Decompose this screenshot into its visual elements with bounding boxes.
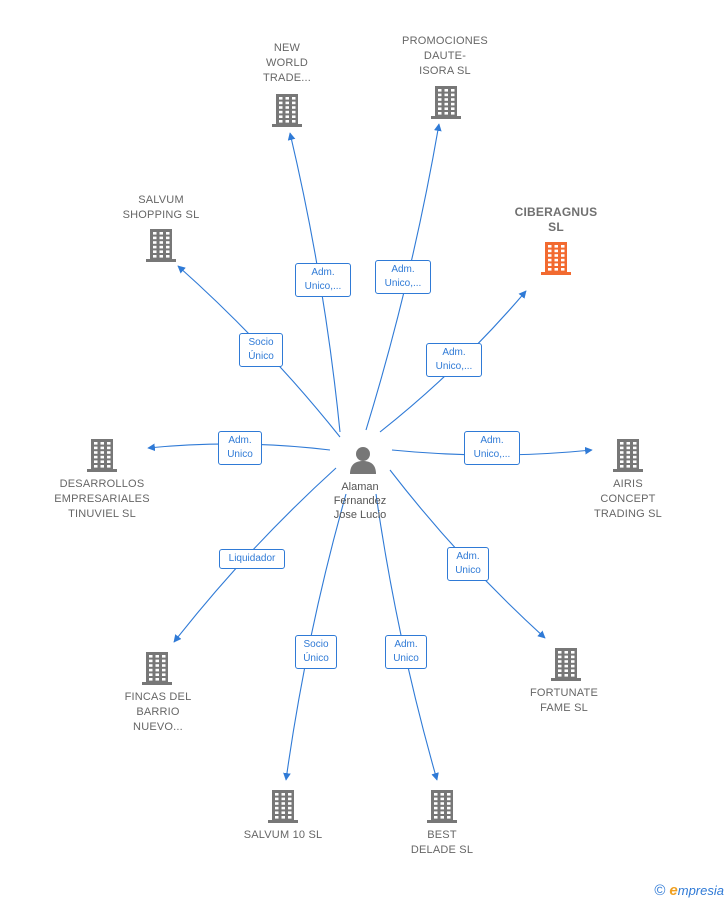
copyright-icon: © — [654, 882, 666, 899]
company-name-best-delade[interactable]: BEST DELADE SL — [410, 829, 474, 856]
edge-label-desarrollos[interactable]: Adm. Unico — [218, 431, 262, 465]
center-person-name[interactable]: Alaman Fernandez Jose Lucio — [333, 481, 387, 521]
company-node-fortunate[interactable] — [551, 648, 581, 681]
edge-label-new-world[interactable]: Adm. Unico,... — [295, 263, 351, 297]
center-person[interactable] — [350, 447, 376, 474]
building-icon — [541, 242, 571, 275]
company-name-fortunate[interactable]: FORTUNATE FAME SL — [529, 687, 598, 714]
building-icon — [146, 229, 176, 262]
brand-name: mpresia — [677, 883, 724, 898]
edge-label-fortunate[interactable]: Adm. Unico — [447, 547, 489, 581]
company-node-salvum10[interactable] — [268, 790, 298, 823]
brand-initial: e — [669, 882, 678, 899]
building-icon — [87, 439, 117, 472]
edge-label-ciberagnus[interactable]: Adm. Unico,... — [426, 343, 482, 377]
empresia-logo: ©empresia — [654, 882, 724, 899]
edge-label-salvum-shopping[interactable]: Socio Único — [239, 333, 283, 367]
company-node-salvum-shopping[interactable] — [146, 229, 176, 262]
company-node-ciberagnus[interactable] — [541, 242, 571, 275]
person-icon — [350, 447, 376, 474]
building-icon — [427, 790, 457, 823]
building-icon — [272, 94, 302, 127]
company-name-desarrollos[interactable]: DESARROLLOS EMPRESARIALES TINUVIEL SL — [54, 478, 150, 520]
edge-label-airis[interactable]: Adm. Unico,... — [464, 431, 520, 465]
building-icon — [431, 86, 461, 119]
company-name-salvum-shopping[interactable]: SALVUM SHOPPING SL — [122, 194, 200, 221]
company-node-fincas[interactable] — [142, 652, 172, 685]
edge-label-fincas[interactable]: Liquidador — [219, 549, 285, 569]
company-node-new-world[interactable] — [272, 94, 302, 127]
company-node-desarrollos[interactable] — [87, 439, 117, 472]
company-name-ciberagnus[interactable]: CIBERAGNUS SL — [514, 205, 598, 234]
company-name-airis[interactable]: AIRIS CONCEPT TRADING SL — [593, 478, 662, 520]
building-icon — [268, 790, 298, 823]
company-name-salvum10[interactable]: SALVUM 10 SL — [243, 829, 323, 841]
company-name-new-world[interactable]: NEW WORLD TRADE... — [262, 42, 312, 84]
building-icon — [551, 648, 581, 681]
company-name-fincas[interactable]: FINCAS DEL BARRIO NUEVO... — [124, 691, 192, 733]
company-node-best-delade[interactable] — [427, 790, 457, 823]
company-node-promociones[interactable] — [431, 86, 461, 119]
company-name-promociones[interactable]: PROMOCIONES DAUTE- ISORA SL — [402, 35, 488, 77]
edge-label-promociones[interactable]: Adm. Unico,... — [375, 260, 431, 294]
building-icon — [142, 652, 172, 685]
edge-label-best-delade[interactable]: Adm. Unico — [385, 635, 427, 669]
company-node-airis[interactable] — [613, 439, 643, 472]
building-icon — [613, 439, 643, 472]
edge-label-salvum10[interactable]: Socio Único — [295, 635, 337, 669]
